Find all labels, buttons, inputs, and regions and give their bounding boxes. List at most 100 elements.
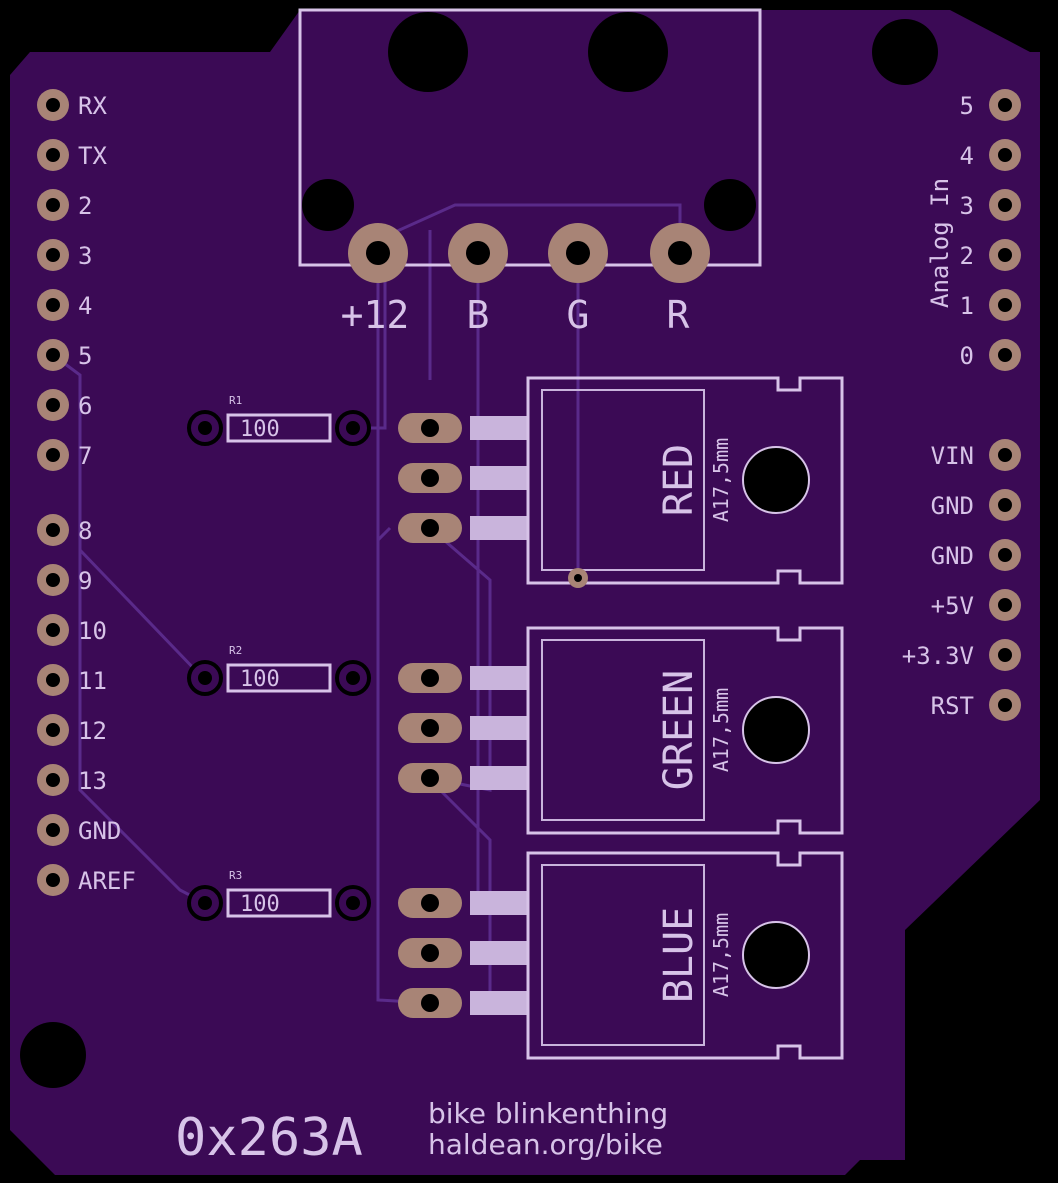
pin-label: 5 (960, 92, 974, 120)
pin-drill (998, 598, 1012, 612)
connector-label: G (567, 293, 590, 337)
board-mount-hole (872, 19, 938, 85)
pin-label: RX (78, 92, 107, 120)
pin-drill (46, 723, 60, 737)
resistor-body (226, 663, 332, 693)
pad-drill (198, 421, 212, 435)
pin-drill (998, 648, 1012, 662)
resistor-value: 100 (240, 417, 280, 442)
board-mount-hole (20, 1022, 86, 1088)
regulator-label: BLUE (656, 907, 702, 1003)
pin-label: 0 (960, 342, 974, 370)
pad-drill (421, 419, 439, 437)
pin-drill (998, 498, 1012, 512)
pin-drill (998, 698, 1012, 712)
pin-label: 6 (78, 392, 92, 420)
resistor-ref: R3 (229, 869, 242, 882)
regulator-lead (470, 941, 528, 965)
pin-drill (46, 398, 60, 412)
pin-label: 9 (78, 567, 92, 595)
pad-drill (668, 241, 692, 265)
regulator-body (541, 639, 705, 821)
regulator-body (541, 864, 705, 1046)
pin-drill (46, 248, 60, 262)
pad-drill (421, 894, 439, 912)
pin-drill (46, 198, 60, 212)
pin-label: 8 (78, 517, 92, 545)
pad-drill (466, 241, 490, 265)
pin-drill (998, 298, 1012, 312)
mount-hole (388, 12, 468, 92)
regulator-package: A17,5mm (709, 438, 733, 522)
pin-drill (46, 298, 60, 312)
regulator-package: A17,5mm (709, 688, 733, 772)
pin-drill (998, 198, 1012, 212)
pin-drill (46, 773, 60, 787)
pin-drill (46, 623, 60, 637)
pin-label: 4 (78, 292, 92, 320)
connector-labels: +12 B G R (341, 293, 690, 337)
pin-label: GND (931, 492, 974, 520)
connector-label: B (467, 293, 490, 337)
regulator-package: A17,5mm (709, 913, 733, 997)
regulator-body (541, 389, 705, 571)
pin-drill (998, 98, 1012, 112)
pin-label: 2 (78, 192, 92, 220)
mount-hole (588, 12, 668, 92)
regulator-lead (470, 666, 528, 690)
pad-drill (421, 519, 439, 537)
resistor-body (226, 888, 332, 918)
pin-label: 3 (78, 242, 92, 270)
pin-label: VIN (931, 442, 974, 470)
pin-label: +3.3V (902, 642, 974, 670)
via-drill (574, 574, 582, 582)
pad-drill (421, 769, 439, 787)
regulator-outline (526, 376, 844, 585)
analog-caption: Analog In (926, 178, 954, 308)
footer-line2: haldean.org/bike (428, 1128, 663, 1161)
pad-drill (421, 994, 439, 1012)
pin-drill (46, 873, 60, 887)
pin-drill (998, 448, 1012, 462)
pin-drill (998, 548, 1012, 562)
pin-label: 1 (960, 292, 974, 320)
pin-label: 13 (78, 767, 107, 795)
pad-drill (421, 469, 439, 487)
pin-label: RST (931, 692, 974, 720)
pin-label: 7 (78, 442, 92, 470)
regulator: RED A17,5mm (398, 376, 844, 585)
pin-label: 10 (78, 617, 107, 645)
pin-drill (46, 523, 60, 537)
pin-label: GND (78, 817, 121, 845)
pad-drill (346, 671, 360, 685)
regulator-lead (470, 466, 528, 490)
pin-label: 4 (960, 142, 974, 170)
regulator: BLUE A17,5mm (398, 851, 844, 1060)
mount-hole (302, 179, 354, 231)
regulator-outline (526, 626, 844, 835)
regulator-mount-hole (742, 696, 810, 764)
pin-label: 3 (960, 192, 974, 220)
regulator-lead (470, 716, 528, 740)
pin-drill (46, 148, 60, 162)
pad-drill (346, 896, 360, 910)
pin-label: 11 (78, 667, 107, 695)
connector-label: +12 (341, 293, 410, 337)
pin-drill (998, 348, 1012, 362)
board-code: 0x263A (175, 1108, 363, 1168)
regulator-mount-hole (742, 446, 810, 514)
pin-drill (46, 348, 60, 362)
pin-label: +5V (931, 592, 974, 620)
regulator-label: RED (656, 444, 702, 516)
pin-drill (46, 98, 60, 112)
regulator-outline (526, 851, 844, 1060)
pad-drill (198, 896, 212, 910)
regulator-mount-hole (742, 921, 810, 989)
